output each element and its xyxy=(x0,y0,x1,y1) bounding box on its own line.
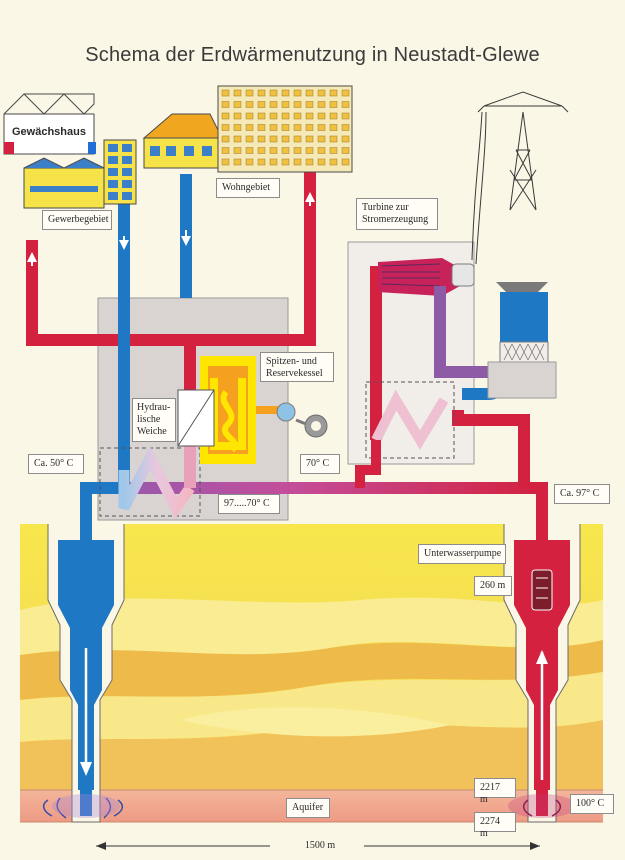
label-commercial: Gewerbegebiet xyxy=(42,210,112,230)
main-transfer-pipe xyxy=(86,482,548,540)
house-building xyxy=(142,113,223,169)
label-temp-97: Ca. 97° C xyxy=(554,484,610,504)
label-temp-70: 70° C xyxy=(300,454,340,474)
label-greenhouse: Gewächshaus xyxy=(12,126,86,138)
page-title: Schema der Erdwärmenutzung in Neustadt-G… xyxy=(85,44,540,66)
label-distance: 1500 m xyxy=(304,840,336,851)
label-aquifer: Aquifer xyxy=(286,798,330,818)
label-hydraulic-switch: Hydrau- lische Weiche xyxy=(132,398,176,442)
label-residential: Wohngebiet xyxy=(216,178,280,198)
production-well xyxy=(503,524,581,823)
label-depth-260: 260 m xyxy=(474,576,512,596)
label-depth-2274: 2274 m xyxy=(474,812,516,839)
label-pump: Unterwasserpumpe xyxy=(418,544,506,564)
label-temp-50: Ca. 50° C xyxy=(28,454,84,474)
power-tower xyxy=(471,91,569,265)
commercial-building xyxy=(23,139,137,209)
label-temp-97-70: 97.....70° C xyxy=(218,494,280,514)
label-temp-100: 100° C xyxy=(570,794,614,814)
label-depth-2217: 2217 m xyxy=(474,778,516,805)
greenhouse-building xyxy=(3,93,96,155)
label-boiler: Spitzen- und Reservekessel xyxy=(260,352,334,382)
apartment-building xyxy=(217,85,353,173)
label-turbine: Turbine zur Stromerzeugung xyxy=(356,198,438,230)
